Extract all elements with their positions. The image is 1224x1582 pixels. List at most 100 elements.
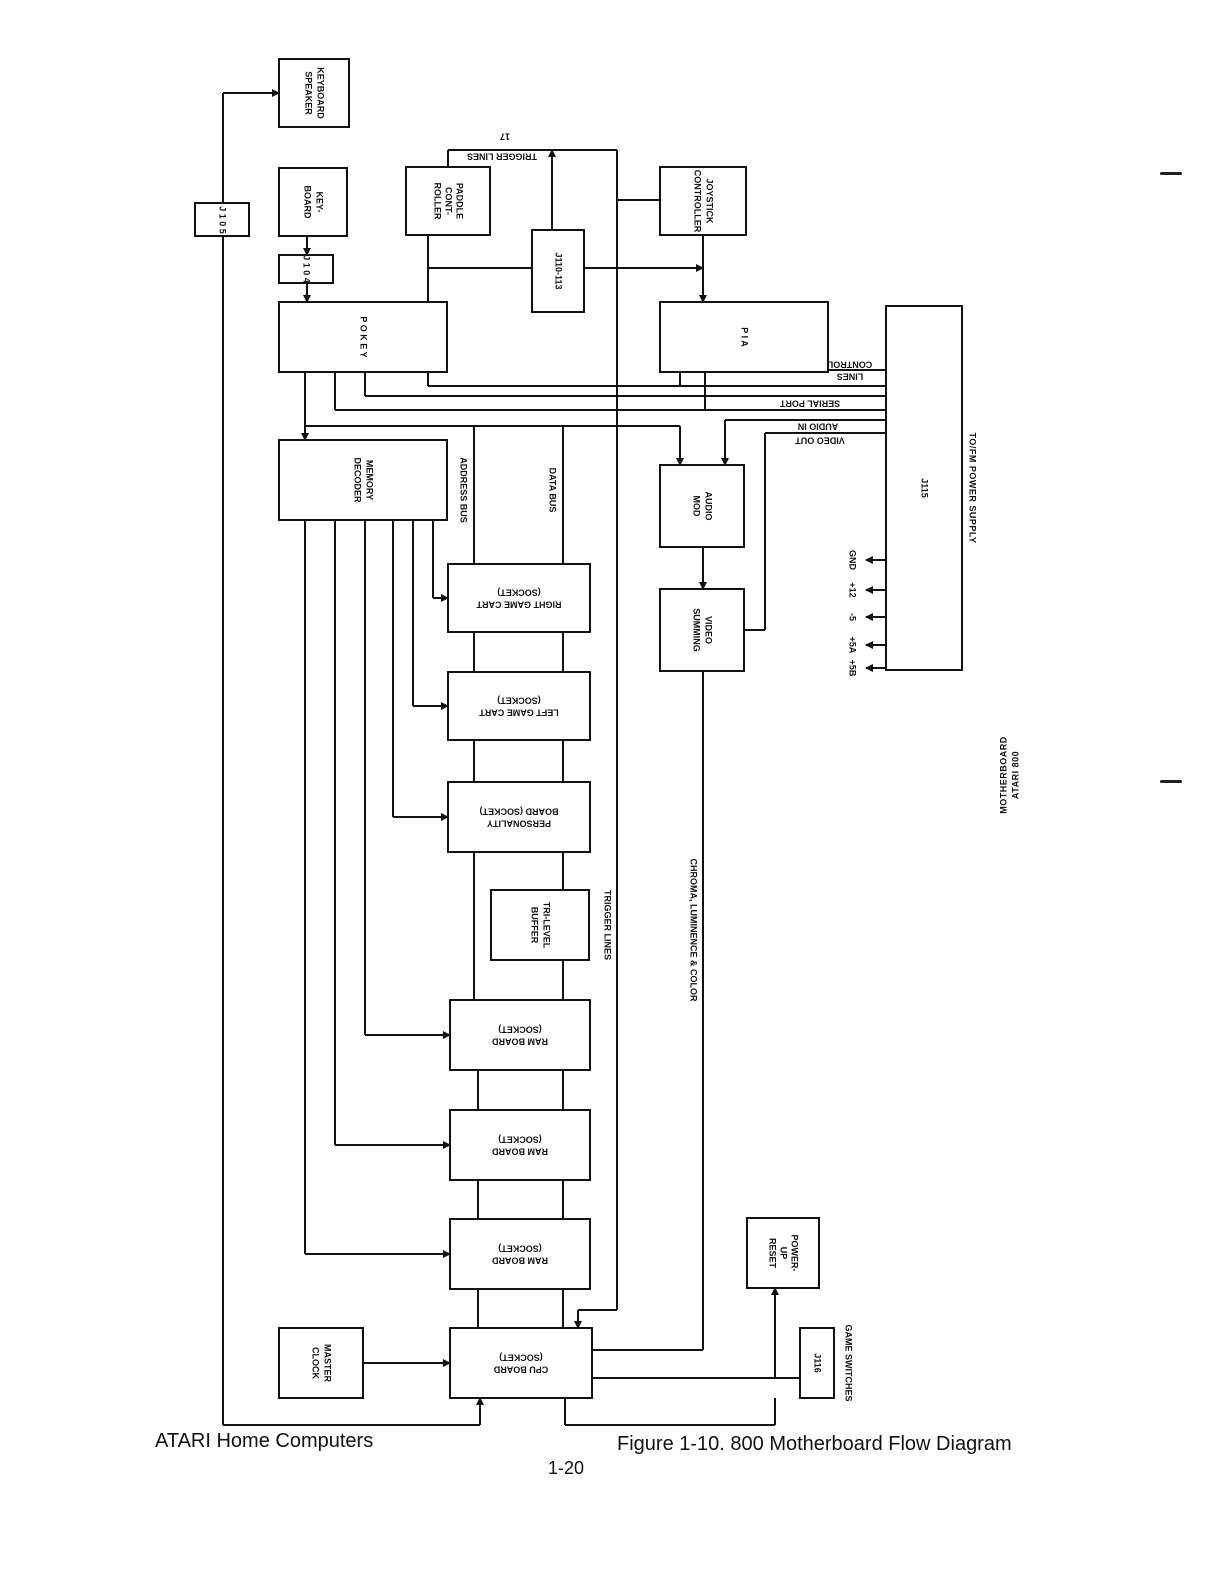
audio-in-label: AUDIO IN — [798, 422, 839, 432]
svg-text:(SOCKET): (SOCKET) — [498, 1244, 542, 1254]
svg-text:(SOCKET): (SOCKET) — [498, 1135, 542, 1145]
power-up-reset-box — [746, 1217, 820, 1289]
right-game-cart-label: RIGHT GAME CART (SOCKET) — [476, 588, 561, 610]
keyboard-label: KEY- BOARD — [303, 186, 325, 219]
page-edge-mark-top — [1160, 172, 1182, 175]
game-switches-label: GAME SWITCHES — [844, 1324, 854, 1401]
trigger-lines-top-label: TRIGGER LINES — [467, 152, 537, 162]
svg-text:JOYSTICK: JOYSTICK — [705, 178, 715, 224]
video-summing-box — [659, 588, 745, 672]
svg-text:CPU BOARD: CPU BOARD — [493, 1365, 548, 1375]
svg-text:(SOCKET): (SOCKET) — [497, 696, 541, 706]
svg-text:DECODER: DECODER — [353, 457, 363, 503]
figure-caption: Figure 1-10. 800 Motherboard Flow Diagra… — [617, 1433, 1012, 1455]
svg-text:CONTROLLER: CONTROLLER — [693, 170, 703, 233]
keyboard-speaker-label: KEYBOARD SPEAKER — [304, 67, 326, 119]
j115-label: J115 — [920, 478, 930, 498]
chroma-label: CHROMA, LUMINENCE & COLOR — [689, 859, 699, 1002]
svg-text:POWER-: POWER- — [790, 1235, 800, 1272]
video-out-label: VIDEO OUT — [795, 436, 845, 446]
data-bus-label: DATA BUS — [548, 468, 558, 513]
pokey-label: P O K E Y — [359, 316, 369, 357]
side-title-line1: MOTHERBOARD — [998, 736, 1008, 814]
svg-text:ADDRESS BUS: ADDRESS BUS — [459, 457, 469, 523]
svg-text:BOARD (SOCKET): BOARD (SOCKET) — [480, 807, 559, 817]
personality-board-box — [447, 781, 591, 853]
control-lines-label: LINES CONTROL — [827, 360, 872, 382]
pia-label: P I A — [740, 327, 750, 347]
svg-text:(SOCKET): (SOCKET) — [497, 588, 541, 598]
joystick-controller-label: JOYSTICK CONTROLLER — [693, 170, 715, 233]
tri-level-buffer-label: TRI-LEVEL BUFFER — [530, 902, 552, 949]
svg-text:TRIGGER LINES: TRIGGER LINES — [603, 890, 613, 960]
left-game-cart-label: LEFT GAME CART (SOCKET) — [479, 696, 559, 718]
address-bus-label: ADDRESS BUS — [459, 457, 469, 523]
svg-text:+12: +12 — [848, 582, 858, 597]
svg-text:KEY-: KEY- — [315, 191, 325, 212]
video-summing-label: VIDEO SUMMING — [692, 608, 714, 652]
trigger-lines-side-label: TRIGGER LINES — [603, 890, 613, 960]
ram-board-2-box — [449, 1109, 591, 1181]
right-game-cart-box — [447, 563, 591, 633]
keyboard-box — [278, 167, 348, 237]
audio-mod-box — [659, 464, 745, 548]
svg-text:GND: GND — [848, 550, 858, 571]
power-supply-label: TO/FM POWER SUPPLY — [968, 432, 978, 543]
svg-text:CHROMA, LUMINENCE & COLOR: CHROMA, LUMINENCE & COLOR — [689, 859, 699, 1002]
memory-decoder-label: MEMORY DECODER — [353, 457, 375, 503]
svg-text:RAM BOARD: RAM BOARD — [492, 1256, 548, 1266]
j105-label: J 1 0 5 — [218, 206, 228, 234]
ram-board-1-label: RAM BOARD (SOCKET) — [492, 1025, 548, 1047]
j110-113-label: J110-113 — [554, 252, 564, 289]
svg-text:RESET: RESET — [768, 1238, 778, 1269]
svg-text:VIDEO: VIDEO — [704, 616, 714, 644]
svg-text:BUFFER: BUFFER — [530, 907, 540, 944]
svg-text:VIDEO OUT: VIDEO OUT — [795, 436, 845, 446]
j104-label: J 1 0 4 — [302, 255, 312, 283]
j116-label: J116 — [813, 1353, 823, 1373]
svg-text:SPEAKER: SPEAKER — [304, 71, 314, 115]
svg-text:(SOCKET): (SOCKET) — [499, 1353, 543, 1363]
svg-text:17: 17 — [500, 132, 510, 142]
svg-text:BOARD: BOARD — [303, 186, 313, 219]
master-clock-label: MASTER CLOCK — [311, 1344, 333, 1383]
pia-box — [659, 301, 829, 373]
cpu-board-box — [449, 1327, 593, 1399]
supply-pin-labels: +5B +5A -5 +12 GND — [848, 550, 858, 677]
svg-text:CONT-: CONT- — [444, 187, 454, 215]
svg-text:AUDIO: AUDIO — [704, 492, 714, 521]
trigger-number-label: 17 — [500, 132, 510, 142]
svg-text:PERSONALITY: PERSONALITY — [487, 819, 551, 829]
svg-text:+5A: +5A — [848, 637, 858, 654]
svg-text:RAM BOARD: RAM BOARD — [492, 1037, 548, 1047]
page-edge-mark-mid — [1160, 780, 1182, 783]
side-title: MOTHERBOARD ATARI 800 — [998, 736, 1020, 814]
svg-text:PADDLE: PADDLE — [455, 183, 465, 219]
svg-text:MASTER: MASTER — [323, 1344, 333, 1383]
svg-text:SERIAL PORT: SERIAL PORT — [779, 399, 840, 409]
svg-text:RIGHT GAME CART: RIGHT GAME CART — [476, 600, 561, 610]
power-up-reset-label: POWER- UP RESET — [768, 1235, 800, 1272]
page-number: 1-20 — [548, 1458, 585, 1478]
svg-text:RAM BOARD: RAM BOARD — [492, 1147, 548, 1157]
svg-text:SUMMING: SUMMING — [692, 608, 702, 652]
ram-board-3-label: RAM BOARD (SOCKET) — [492, 1244, 548, 1266]
cpu-board-label: CPU BOARD (SOCKET) — [493, 1353, 548, 1375]
svg-text:LEFT GAME CART: LEFT GAME CART — [479, 708, 559, 718]
svg-text:-5: -5 — [848, 613, 858, 621]
svg-text:MOD: MOD — [692, 496, 702, 517]
svg-text:UP: UP — [779, 1247, 789, 1260]
connection-lines — [222, 89, 886, 1426]
side-title-line2: ATARI 800 — [1010, 751, 1020, 799]
svg-text:LINES: LINES — [837, 372, 864, 382]
ram-board-2-label: RAM BOARD (SOCKET) — [492, 1135, 548, 1157]
memory-decoder-box — [278, 439, 448, 521]
j116-box — [799, 1327, 835, 1399]
svg-text:TRIGGER LINES: TRIGGER LINES — [467, 152, 537, 162]
personality-board-label: PERSONALITY BOARD (SOCKET) — [480, 807, 559, 829]
svg-text:CONTROL: CONTROL — [827, 360, 872, 370]
svg-text:ROLLER: ROLLER — [433, 183, 443, 220]
j110-113-connector — [531, 229, 585, 313]
svg-text:AUDIO IN: AUDIO IN — [798, 422, 839, 432]
